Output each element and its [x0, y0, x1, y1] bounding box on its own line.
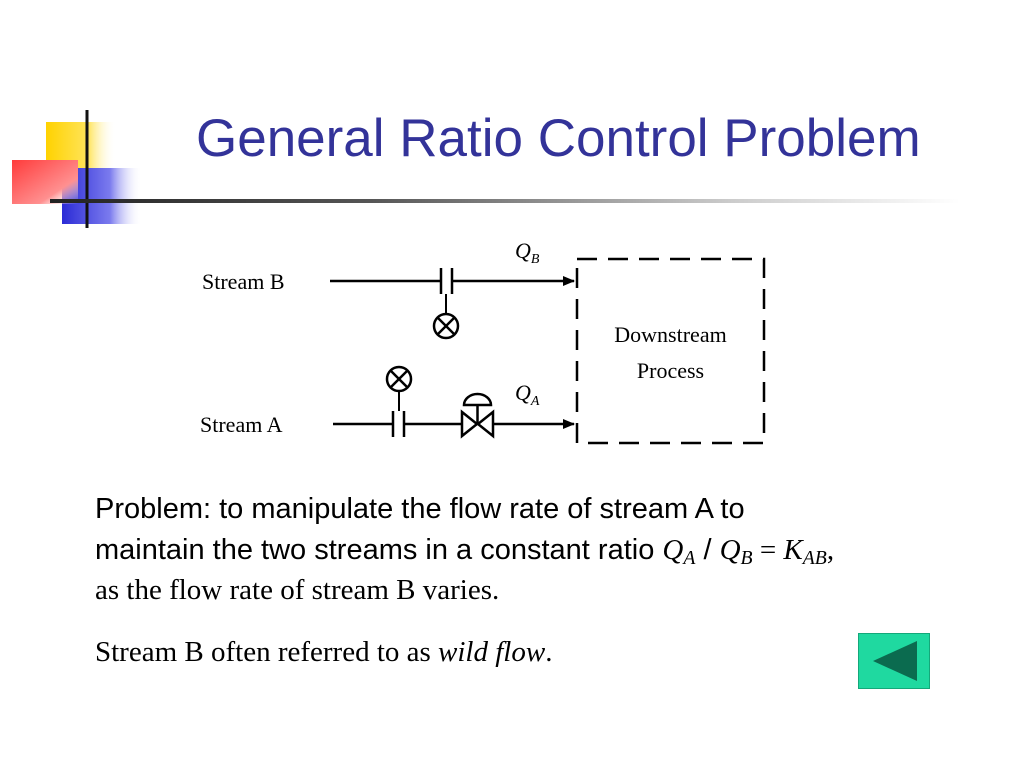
triangle-left-icon [873, 641, 917, 681]
stream-a-label: Stream A [200, 412, 283, 437]
stream-b-label: Stream B [202, 269, 285, 294]
qa-label: QA [515, 380, 540, 409]
problem-line-2: maintain the two streams in a constant r… [95, 534, 835, 569]
problem-line-3: as the flow rate of stream B varies. [95, 574, 500, 606]
qb-label: QB [515, 238, 540, 267]
back-button[interactable] [858, 633, 930, 689]
slide-title: General Ratio Control Problem [196, 109, 921, 168]
decorative-logo [12, 110, 142, 228]
problem-line-1: Problem: to manipulate the flow rate of … [95, 493, 745, 525]
stream-b-flow-sensor-icon [432, 312, 460, 340]
downstream-process-box [575, 257, 766, 445]
title-divider [50, 199, 960, 203]
downstream-label-line1: Downstream [614, 322, 726, 347]
stream-a-flow-sensor-icon [385, 365, 413, 393]
logo-red-square [12, 160, 78, 204]
wild-flow-note: Stream B often referred to as wild flow. [95, 636, 553, 668]
control-valve-icon [460, 392, 495, 439]
downstream-label-line2: Process [637, 358, 704, 383]
wild-flow-term: wild flow [438, 636, 546, 668]
